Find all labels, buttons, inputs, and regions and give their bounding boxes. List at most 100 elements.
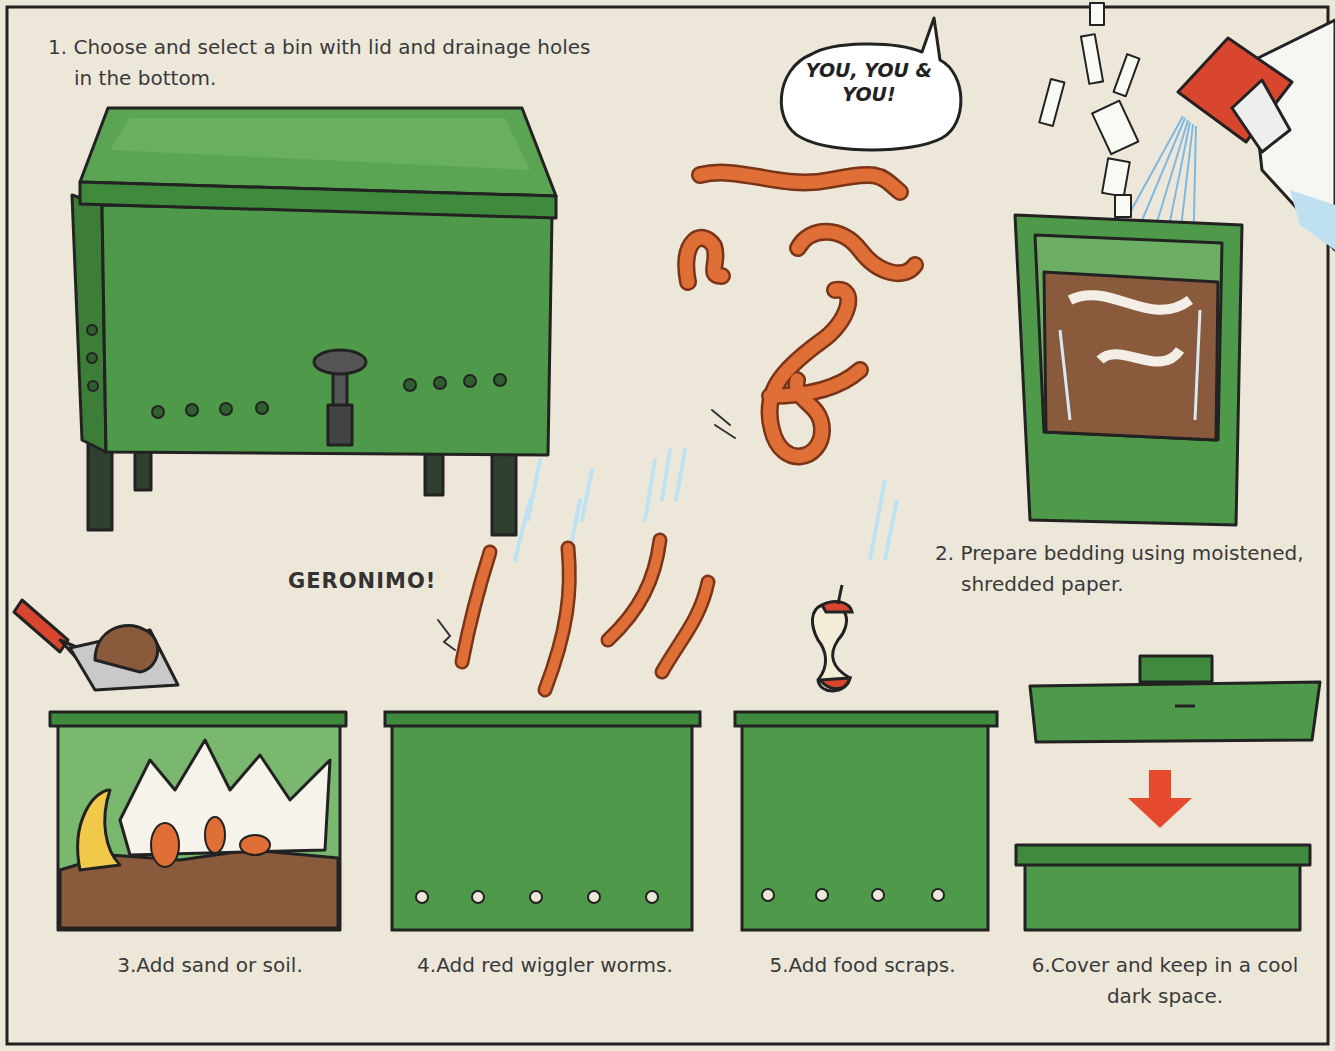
worms [798, 232, 915, 273]
falling-worms [462, 540, 708, 690]
worm-bin [588, 891, 600, 903]
bedding-bin [1015, 215, 1242, 525]
soil-bin [151, 823, 179, 867]
spray-bottle [1090, 3, 1104, 25]
worm-bin [220, 403, 232, 415]
lid-and-bin [1140, 656, 1212, 682]
falling-worms [462, 540, 708, 690]
worms [770, 370, 860, 396]
falling-worms [608, 540, 660, 640]
falling-worms [662, 582, 708, 672]
spray-bottle [1290, 190, 1335, 250]
falling-worms [662, 582, 708, 672]
worm-bin [102, 205, 552, 455]
step-caption: 4.Add red wiggler worms. [395, 950, 695, 981]
worm-bin [256, 402, 268, 414]
speech-bubble: YOU, YOU & YOU! [772, 14, 972, 156]
food-bin [816, 889, 828, 901]
worms [712, 410, 735, 438]
falling-worms [462, 552, 490, 662]
worm-bin [88, 381, 98, 391]
worms [686, 238, 722, 282]
worm-bin [472, 891, 484, 903]
worms [686, 173, 915, 457]
falling-worms [545, 548, 569, 690]
worm-bin [87, 325, 506, 418]
trowel [14, 600, 68, 652]
bedding-bin [1070, 295, 1190, 361]
falling-worms [545, 548, 569, 690]
bedding-bin [1035, 235, 1222, 440]
apple-core [870, 480, 897, 560]
worm-bin [87, 353, 97, 363]
food-bin [742, 724, 988, 930]
step-caption: 1. Choose and select a bin with lid and … [48, 32, 594, 94]
food-bin [762, 889, 774, 901]
food-bin [872, 889, 884, 901]
worms [769, 290, 848, 457]
falling-worms [438, 620, 455, 650]
bubble-outline [781, 18, 961, 150]
spray-bottle [1232, 80, 1290, 152]
soil-bin [240, 835, 270, 855]
food-bin [735, 712, 997, 726]
worm-bin [72, 195, 106, 452]
spray-bottle [1114, 54, 1140, 96]
food-bin [735, 712, 997, 930]
frame [7, 7, 1328, 1044]
lid-and-bin [1025, 862, 1300, 930]
spray-bottle [1115, 195, 1131, 217]
bedding-bin [1015, 215, 1242, 525]
falling-worms [608, 540, 660, 640]
apple-core [820, 678, 850, 689]
worm-bin [110, 118, 530, 170]
worm-bin [87, 325, 97, 335]
worms [686, 173, 915, 457]
worms [798, 232, 915, 273]
trowel [95, 625, 158, 672]
worm-bin [416, 891, 428, 903]
worm-bin [404, 379, 416, 391]
soil-bin [58, 724, 340, 930]
worms [686, 173, 915, 457]
bedding-bin [1044, 272, 1218, 440]
lid-and-bin [1128, 798, 1192, 828]
worm-bin [385, 712, 700, 930]
soil-bin [151, 817, 270, 867]
worm-bin [72, 108, 556, 535]
worms [712, 410, 735, 438]
food-bin [932, 889, 944, 901]
lid-and-bin [1016, 656, 1320, 930]
spray-bottle [1039, 79, 1064, 126]
spray-bottle [1092, 101, 1138, 154]
worm-bin [392, 724, 692, 930]
frame [7, 7, 1328, 1044]
worms [700, 173, 900, 192]
spray-bottle [1039, 3, 1139, 217]
food-bin [762, 889, 944, 901]
worms [686, 238, 722, 282]
worm-bin [530, 891, 542, 903]
worm-bin [494, 374, 506, 386]
lid-and-bin [1030, 682, 1320, 742]
lid-and-bin [1149, 770, 1171, 800]
trowel [14, 600, 178, 690]
step-caption: 3.Add sand or soil. [60, 950, 360, 981]
step-caption: 2. Prepare bedding using moistened, shre… [935, 538, 1335, 600]
bedding-bin [1060, 310, 1200, 420]
worm-bin [646, 891, 658, 903]
speech-text: YOU, YOU & YOU! [794, 58, 944, 106]
lid-and-bin [1175, 705, 1195, 708]
worm-bin [186, 404, 198, 416]
worm-bin [328, 405, 352, 445]
worm-bin [314, 350, 366, 374]
soil-bin [50, 712, 346, 726]
worms [700, 173, 900, 192]
soil-bin [78, 790, 120, 870]
worm-shout: GERONIMO! [288, 566, 478, 597]
apple-core [812, 604, 850, 691]
soil-bin [205, 817, 225, 853]
worm-bin [464, 375, 476, 387]
